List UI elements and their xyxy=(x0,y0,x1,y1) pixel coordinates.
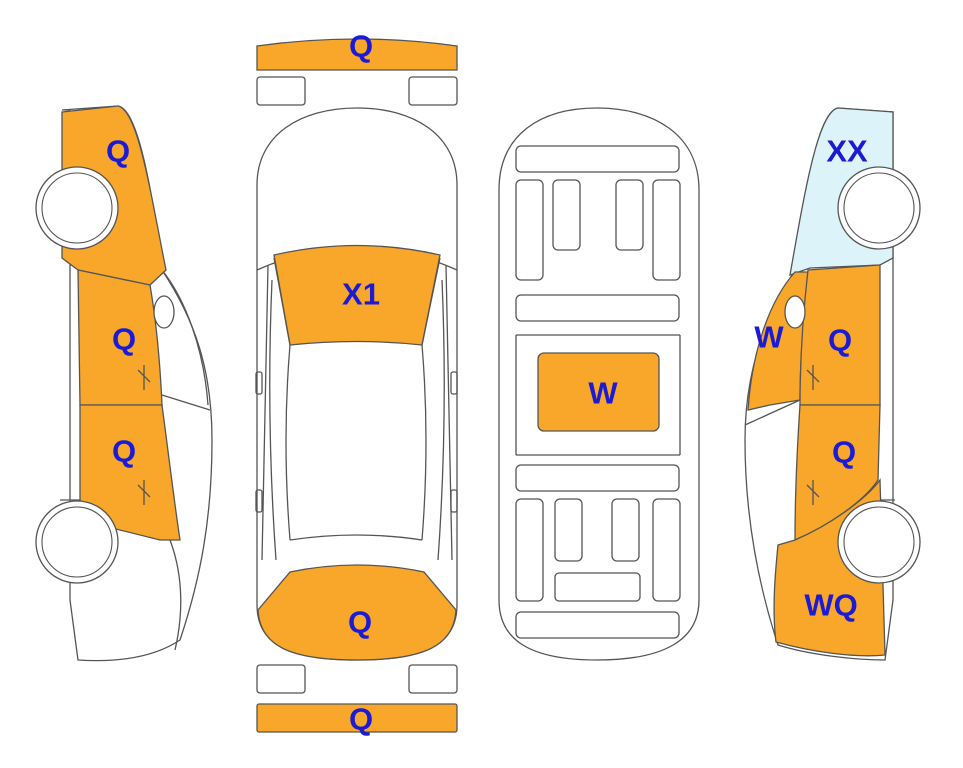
rear-left-light xyxy=(256,664,306,694)
rear-bumper-panel[interactable] xyxy=(256,703,458,733)
front-seat-left-inner xyxy=(552,179,581,251)
left-rear-door-handle xyxy=(137,480,151,505)
code-left-front-fender: Q xyxy=(106,134,130,169)
code-front-bumper: Q xyxy=(349,29,373,64)
interior-outline xyxy=(498,107,700,661)
code-left-rear-door: Q xyxy=(112,434,136,469)
right-front-wheel xyxy=(837,500,921,584)
mirror-left-top xyxy=(255,371,263,395)
code-right-quarter-glass: XX xyxy=(826,134,868,169)
code-right-front-door: Q xyxy=(828,323,852,358)
right-window-lower xyxy=(744,399,801,426)
rear-right-light xyxy=(408,664,458,694)
right-front-wheel-inner xyxy=(843,506,915,578)
rear-roof-line xyxy=(289,534,423,541)
top-body-inner-right xyxy=(445,264,453,561)
rear-seat-left-inner xyxy=(554,498,583,562)
door-handle-left-top xyxy=(255,489,263,513)
left-rear-wheel xyxy=(35,500,119,584)
left-front-wheel-inner xyxy=(41,172,113,244)
right-rear-wheel-inner xyxy=(843,172,915,244)
a-pillar-left xyxy=(273,257,291,346)
roof-panel[interactable] xyxy=(537,352,660,432)
left-side-view xyxy=(35,105,213,662)
rear-window-panel[interactable] xyxy=(257,564,457,661)
front-seat-left-outer xyxy=(515,179,544,281)
door-handle-right-top xyxy=(450,489,458,513)
top-view xyxy=(255,38,458,733)
left-rear-door-panel[interactable] xyxy=(79,404,181,541)
left-rear-wheel-inner xyxy=(41,506,113,578)
rear-console xyxy=(554,572,641,602)
code-right-mirror: W xyxy=(754,320,784,355)
rear-seat-left-outer xyxy=(515,498,544,602)
mid-bench-2 xyxy=(515,464,680,492)
code-rear-window: Q xyxy=(348,605,372,640)
right-mirror xyxy=(784,295,806,329)
side-window-right xyxy=(437,279,445,561)
top-body-inner-left xyxy=(261,264,269,561)
code-right-front-fender: WQ xyxy=(804,588,857,623)
left-window-lower xyxy=(161,394,211,411)
right-rear-door-handle xyxy=(806,480,820,505)
code-left-front-door: Q xyxy=(112,322,136,357)
front-seat-right-inner xyxy=(615,179,644,251)
code-windshield: X1 xyxy=(342,277,380,312)
a-pillar-right xyxy=(421,257,441,346)
mirror-right-top xyxy=(450,371,458,395)
rear-seat-right-outer xyxy=(652,498,681,602)
interior-view xyxy=(498,107,700,661)
front-left-light xyxy=(256,76,306,106)
left-front-door-handle xyxy=(137,365,151,390)
front-seat-right-outer xyxy=(652,179,681,281)
rear-seat-right-inner xyxy=(611,498,640,562)
side-window-left xyxy=(269,279,277,561)
cabin-left-side xyxy=(285,344,291,541)
right-side-view xyxy=(744,107,921,661)
right-rear-wheel xyxy=(837,166,921,250)
front-right-light xyxy=(408,76,458,106)
mid-frame xyxy=(515,334,681,456)
cabin-right-side xyxy=(421,344,427,541)
rear-shelf xyxy=(515,611,680,639)
code-rear-bumper: Q xyxy=(349,702,373,737)
left-mirror xyxy=(153,295,175,329)
code-right-rear-door: Q xyxy=(832,435,856,470)
mid-bench-1 xyxy=(515,294,680,322)
damage-codes: Q X1 Q Q W Q Q Q XX W Q Q WQ xyxy=(106,29,868,737)
left-front-wheel xyxy=(35,166,119,250)
front-bumper-panel[interactable] xyxy=(256,38,458,71)
left-window-line xyxy=(161,269,209,406)
code-roof: W xyxy=(588,376,618,411)
right-front-door-handle xyxy=(806,365,820,390)
left-rear-line xyxy=(169,539,182,651)
dash-panel xyxy=(515,145,680,173)
